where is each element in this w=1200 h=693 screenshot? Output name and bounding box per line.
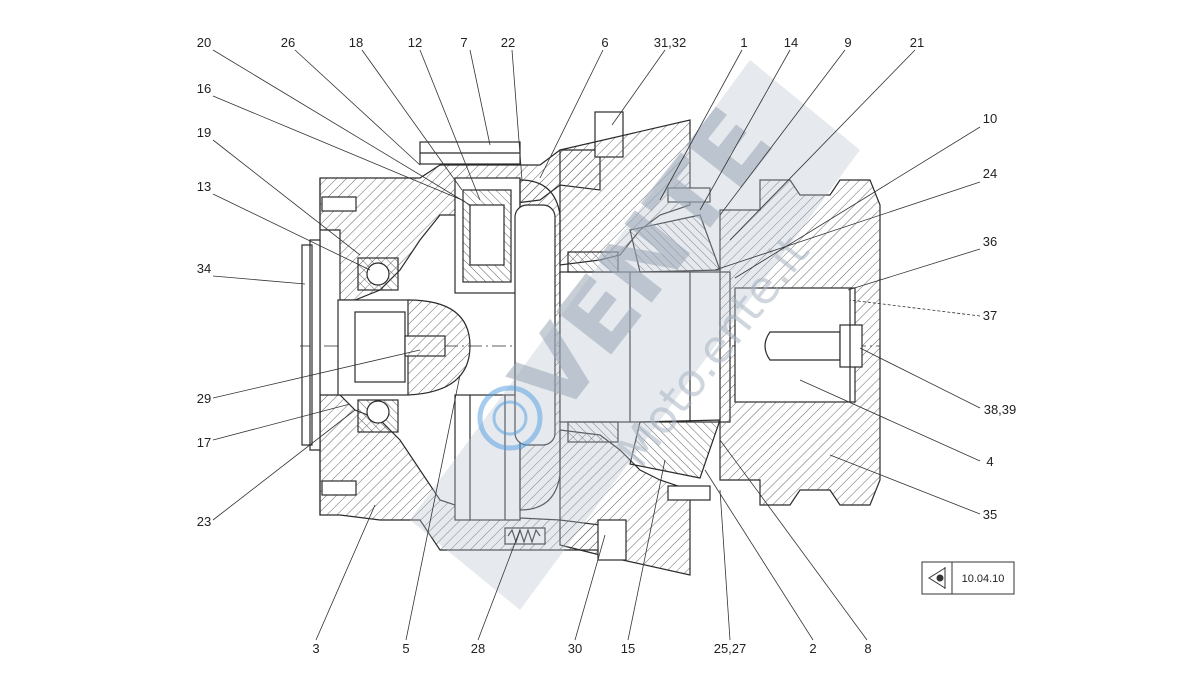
label-bottom: 2 [809,641,816,656]
label-left: 29 [197,391,211,406]
labels-right: 10 24 36 37 38,39 4 35 [983,111,1017,522]
label-left: 23 [197,514,211,529]
label-bottom: 3 [312,641,319,656]
label-right: 37 [983,308,997,323]
watermark-logo-icon [477,385,543,451]
labels-bottom: 3 5 28 30 15 25,27 2 8 [312,641,871,656]
leader-lines [212,49,981,641]
reference-code: 10.04.10 [962,573,1005,585]
label-bottom: 5 [402,641,409,656]
eye-view-icon [928,567,946,589]
label-top: 12 [408,35,422,50]
label-top: 9 [844,35,851,50]
label-right: 4 [986,454,993,469]
label-top: 1 [740,35,747,50]
label-top: 20 [197,35,211,50]
label-top: 14 [784,35,798,50]
labels-top: 20 26 18 12 7 22 6 31,32 1 14 9 21 [197,35,924,50]
label-bottom: 28 [471,641,485,656]
label-top: 21 [910,35,924,50]
label-left: 34 [197,261,211,276]
label-left: 19 [197,125,211,140]
label-right: 10 [983,111,997,126]
label-top: 31,32 [654,35,687,50]
drawing-body [300,111,881,576]
label-right: 24 [983,166,997,181]
label-top: 22 [501,35,515,50]
reference-box: 10.04.10 [921,561,1015,595]
labels-left: 16 19 13 34 29 17 23 [197,81,211,529]
label-left: 17 [197,435,211,450]
label-left: 16 [197,81,211,96]
label-right: 36 [983,234,997,249]
label-right: 35 [983,507,997,522]
label-bottom: 8 [864,641,871,656]
label-bottom: 25,27 [714,641,747,656]
label-left: 13 [197,179,211,194]
label-top: 26 [281,35,295,50]
label-bottom: 15 [621,641,635,656]
label-top: 7 [460,35,467,50]
label-bottom: 30 [568,641,582,656]
label-top: 6 [601,35,608,50]
label-right: 38,39 [984,402,1017,417]
label-top: 18 [349,35,363,50]
